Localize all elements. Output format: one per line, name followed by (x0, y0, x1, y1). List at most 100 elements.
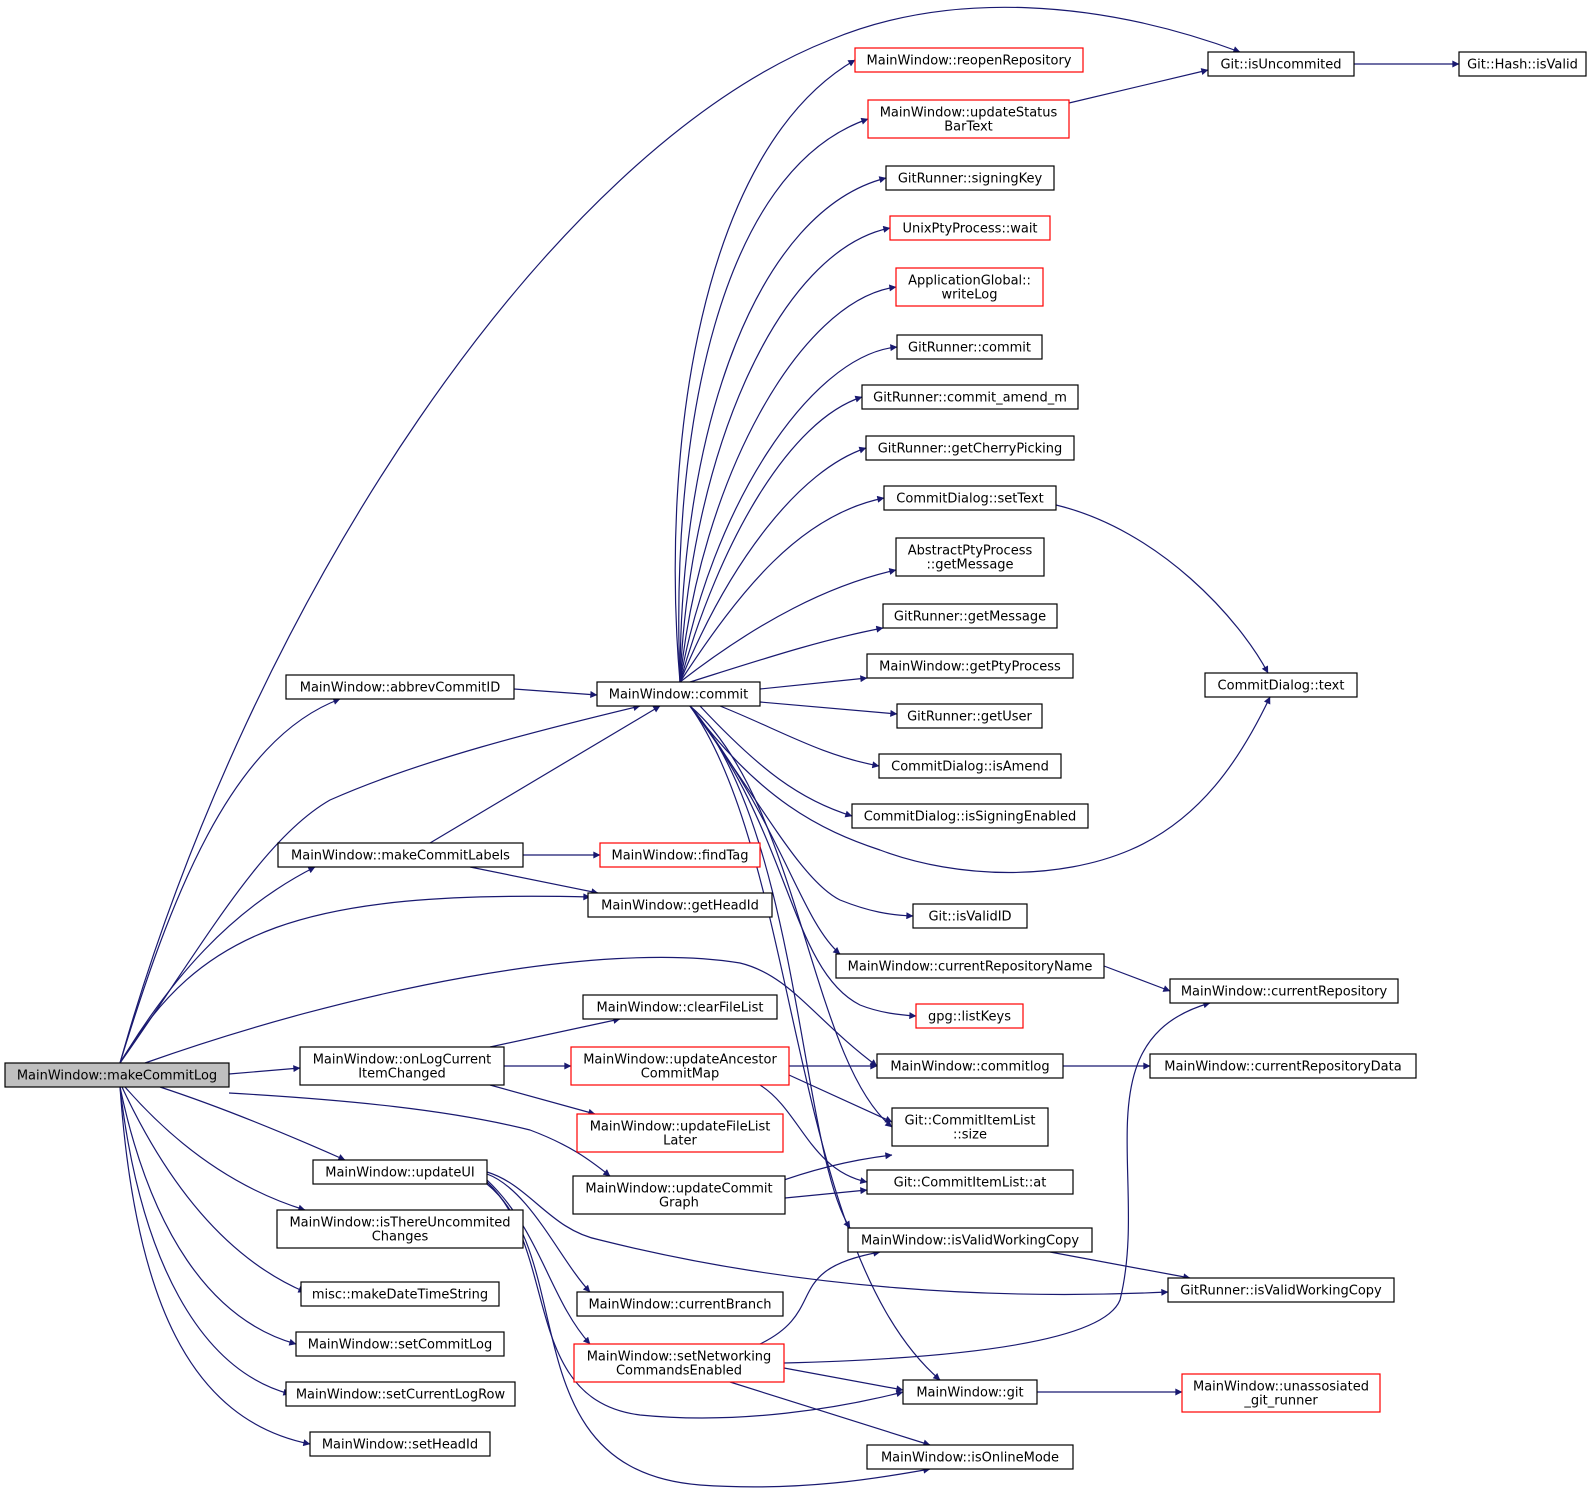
node-makeCommitLabels[interactable]: MainWindow::makeCommitLabels (277, 842, 524, 868)
node-setHeadId[interactable]: MainWindow::setHeadId (309, 1431, 491, 1457)
edge-commit-to-listKeys (689, 705, 917, 1020)
node-updateUI[interactable]: MainWindow::updateUI (312, 1159, 488, 1185)
edge-line (759, 1084, 868, 1185)
node-label: ::size (953, 1128, 987, 1143)
node-getCherryPicking[interactable]: GitRunner::getCherryPicking (865, 435, 1075, 461)
edge-setNetworkingCommandsEnabled-to-isValidWorkingCopy (759, 1249, 881, 1345)
node-isUncommited[interactable]: Git::isUncommited (1207, 51, 1355, 77)
node-isSigningEnabled[interactable]: CommitDialog::isSigningEnabled (851, 803, 1089, 829)
node-commitAmendM[interactable]: GitRunner::commit_amend_m (861, 384, 1079, 410)
edge-commit-to-writeLog (679, 284, 897, 683)
node-box (1181, 1373, 1381, 1413)
edge-setNetworkingCommandsEnabled-to-isOnlineMode (729, 1381, 931, 1447)
node-label: AbstractPtyProcess (908, 544, 1033, 559)
node-signingKey[interactable]: GitRunner::signingKey (885, 165, 1055, 191)
node-setCommitLog[interactable]: MainWindow::setCommitLog (295, 1331, 505, 1357)
node-isValidID[interactable]: Git::isValidID (912, 903, 1028, 929)
edge-line (679, 495, 885, 683)
edge-makeCommitLabels-to-commit (429, 705, 661, 844)
node-setCurrentLogRow[interactable]: MainWindow::setCurrentLogRow (285, 1381, 516, 1407)
node-getUser[interactable]: GitRunner::getUser (896, 703, 1043, 729)
node-label: MainWindow::makeCommitLabels (291, 849, 510, 864)
node-box (891, 1107, 1049, 1147)
node-makeCommitLog[interactable]: MainWindow::makeCommitLog (4, 1062, 230, 1088)
node-git[interactable]: MainWindow::git (902, 1379, 1038, 1405)
node-currentRepository[interactable]: MainWindow::currentRepository (1169, 978, 1399, 1004)
edge-isValidWorkingCopy-to-gitRunnerIsValidWorkingCopy (1049, 1251, 1191, 1281)
node-gitRunnerIsValidWorkingCopy[interactable]: GitRunner::isValidWorkingCopy (1167, 1277, 1395, 1303)
node-commitDialogText[interactable]: CommitDialog::text (1204, 672, 1358, 698)
node-getPtyProcess[interactable]: MainWindow::getPtyProcess (866, 653, 1074, 679)
node-currentRepositoryName[interactable]: MainWindow::currentRepositoryName (835, 953, 1105, 979)
node-commitlog[interactable]: MainWindow::commitlog (876, 1053, 1064, 1079)
edge-line (489, 1084, 596, 1116)
node-label: Git::CommitItemList (905, 1114, 1036, 1129)
node-getHeadId[interactable]: MainWindow::getHeadId (587, 892, 773, 918)
node-box (1458, 51, 1587, 77)
node-box (596, 681, 761, 707)
edge-makeCommitLog-to-isThereUncommitedChanges (124, 1086, 306, 1212)
node-label: MainWindow::updateFileList (590, 1120, 771, 1135)
edge-line (486, 1171, 1169, 1296)
node-abbrevCommitID[interactable]: MainWindow::abbrevCommitID (285, 674, 515, 700)
node-isValidWorkingCopy[interactable]: MainWindow::isValidWorkingCopy (847, 1227, 1093, 1253)
node-ptyGetMessage[interactable]: AbstractPtyProcess::getMessage (895, 537, 1045, 577)
node-hashIsValid[interactable]: Git::Hash::isValid (1458, 51, 1587, 77)
edge-makeCommitLog-to-commitlog (144, 956, 878, 1067)
edge-currentRepositoryName-to-currentRepository (1103, 965, 1171, 992)
node-commit[interactable]: MainWindow::commit (596, 681, 761, 707)
node-label: MainWindow::currentRepositoryName (848, 960, 1093, 975)
node-box (902, 1379, 1038, 1405)
node-box (277, 842, 524, 868)
node-box (915, 1003, 1024, 1029)
edge-setNetworkingCommandsEnabled-to-currentRepository (783, 1001, 1211, 1364)
node-label: MainWindow::currentRepositoryData (1164, 1060, 1401, 1075)
node-box (1169, 978, 1399, 1004)
node-box (895, 537, 1045, 577)
node-box (851, 803, 1089, 829)
node-box (835, 953, 1105, 979)
node-label: ApplicationGlobal:: (908, 274, 1031, 289)
node-label: MainWindow::updateUI (325, 1166, 475, 1181)
edge-line (124, 1086, 306, 1212)
node-size[interactable]: Git::CommitItemList::size (891, 1107, 1049, 1147)
node-findTag[interactable]: MainWindow::findTag (599, 842, 761, 868)
node-writeLog[interactable]: ApplicationGlobal::writeLog (895, 267, 1044, 307)
node-wait[interactable]: UnixPtyProcess::wait (889, 215, 1051, 241)
node-gitCommit[interactable]: GitRunner::commit (896, 334, 1043, 360)
edge-line (119, 893, 591, 1064)
edge-makeCommitLog-to-abbrevCommitID (119, 698, 341, 1064)
node-currentRepositoryData[interactable]: MainWindow::currentRepositoryData (1149, 1053, 1417, 1079)
node-label: MainWindow::makeCommitLog (17, 1069, 217, 1084)
node-setText[interactable]: CommitDialog::setText (883, 485, 1057, 511)
node-label: CommandsEnabled (616, 1364, 742, 1379)
node-listKeys[interactable]: gpg::listKeys (915, 1003, 1024, 1029)
edge-commit-to-updateStatusBarText (678, 117, 869, 683)
node-reopenRepository[interactable]: MainWindow::reopenRepository (854, 47, 1084, 73)
edge-line (689, 705, 893, 1128)
node-clearFileList[interactable]: MainWindow::clearFileList (582, 994, 778, 1020)
node-box (878, 753, 1062, 779)
node-label: misc::makeDateTimeString (312, 1288, 488, 1303)
node-isAmend[interactable]: CommitDialog::isAmend (878, 753, 1062, 779)
node-unassosiatedGitRunner[interactable]: MainWindow::unassosiated_git_runner (1181, 1373, 1381, 1413)
node-label: Graph (659, 1196, 699, 1211)
node-label: MainWindow::isThereUncommited (289, 1216, 510, 1231)
node-isOnlineMode[interactable]: MainWindow::isOnlineMode (866, 1444, 1074, 1470)
node-at[interactable]: Git::CommitItemList::at (866, 1169, 1074, 1195)
node-makeDateTimeString[interactable]: misc::makeDateTimeString (300, 1281, 500, 1307)
node-gitGetMessage[interactable]: GitRunner::getMessage (882, 603, 1058, 629)
node-currentBranch[interactable]: MainWindow::currentBranch (576, 1291, 784, 1317)
node-label: CommitDialog::setText (896, 492, 1043, 507)
node-label: MainWindow::updateCommit (585, 1182, 772, 1197)
node-box (1204, 672, 1358, 698)
edge-line (729, 1381, 931, 1447)
edge-line (429, 705, 661, 844)
